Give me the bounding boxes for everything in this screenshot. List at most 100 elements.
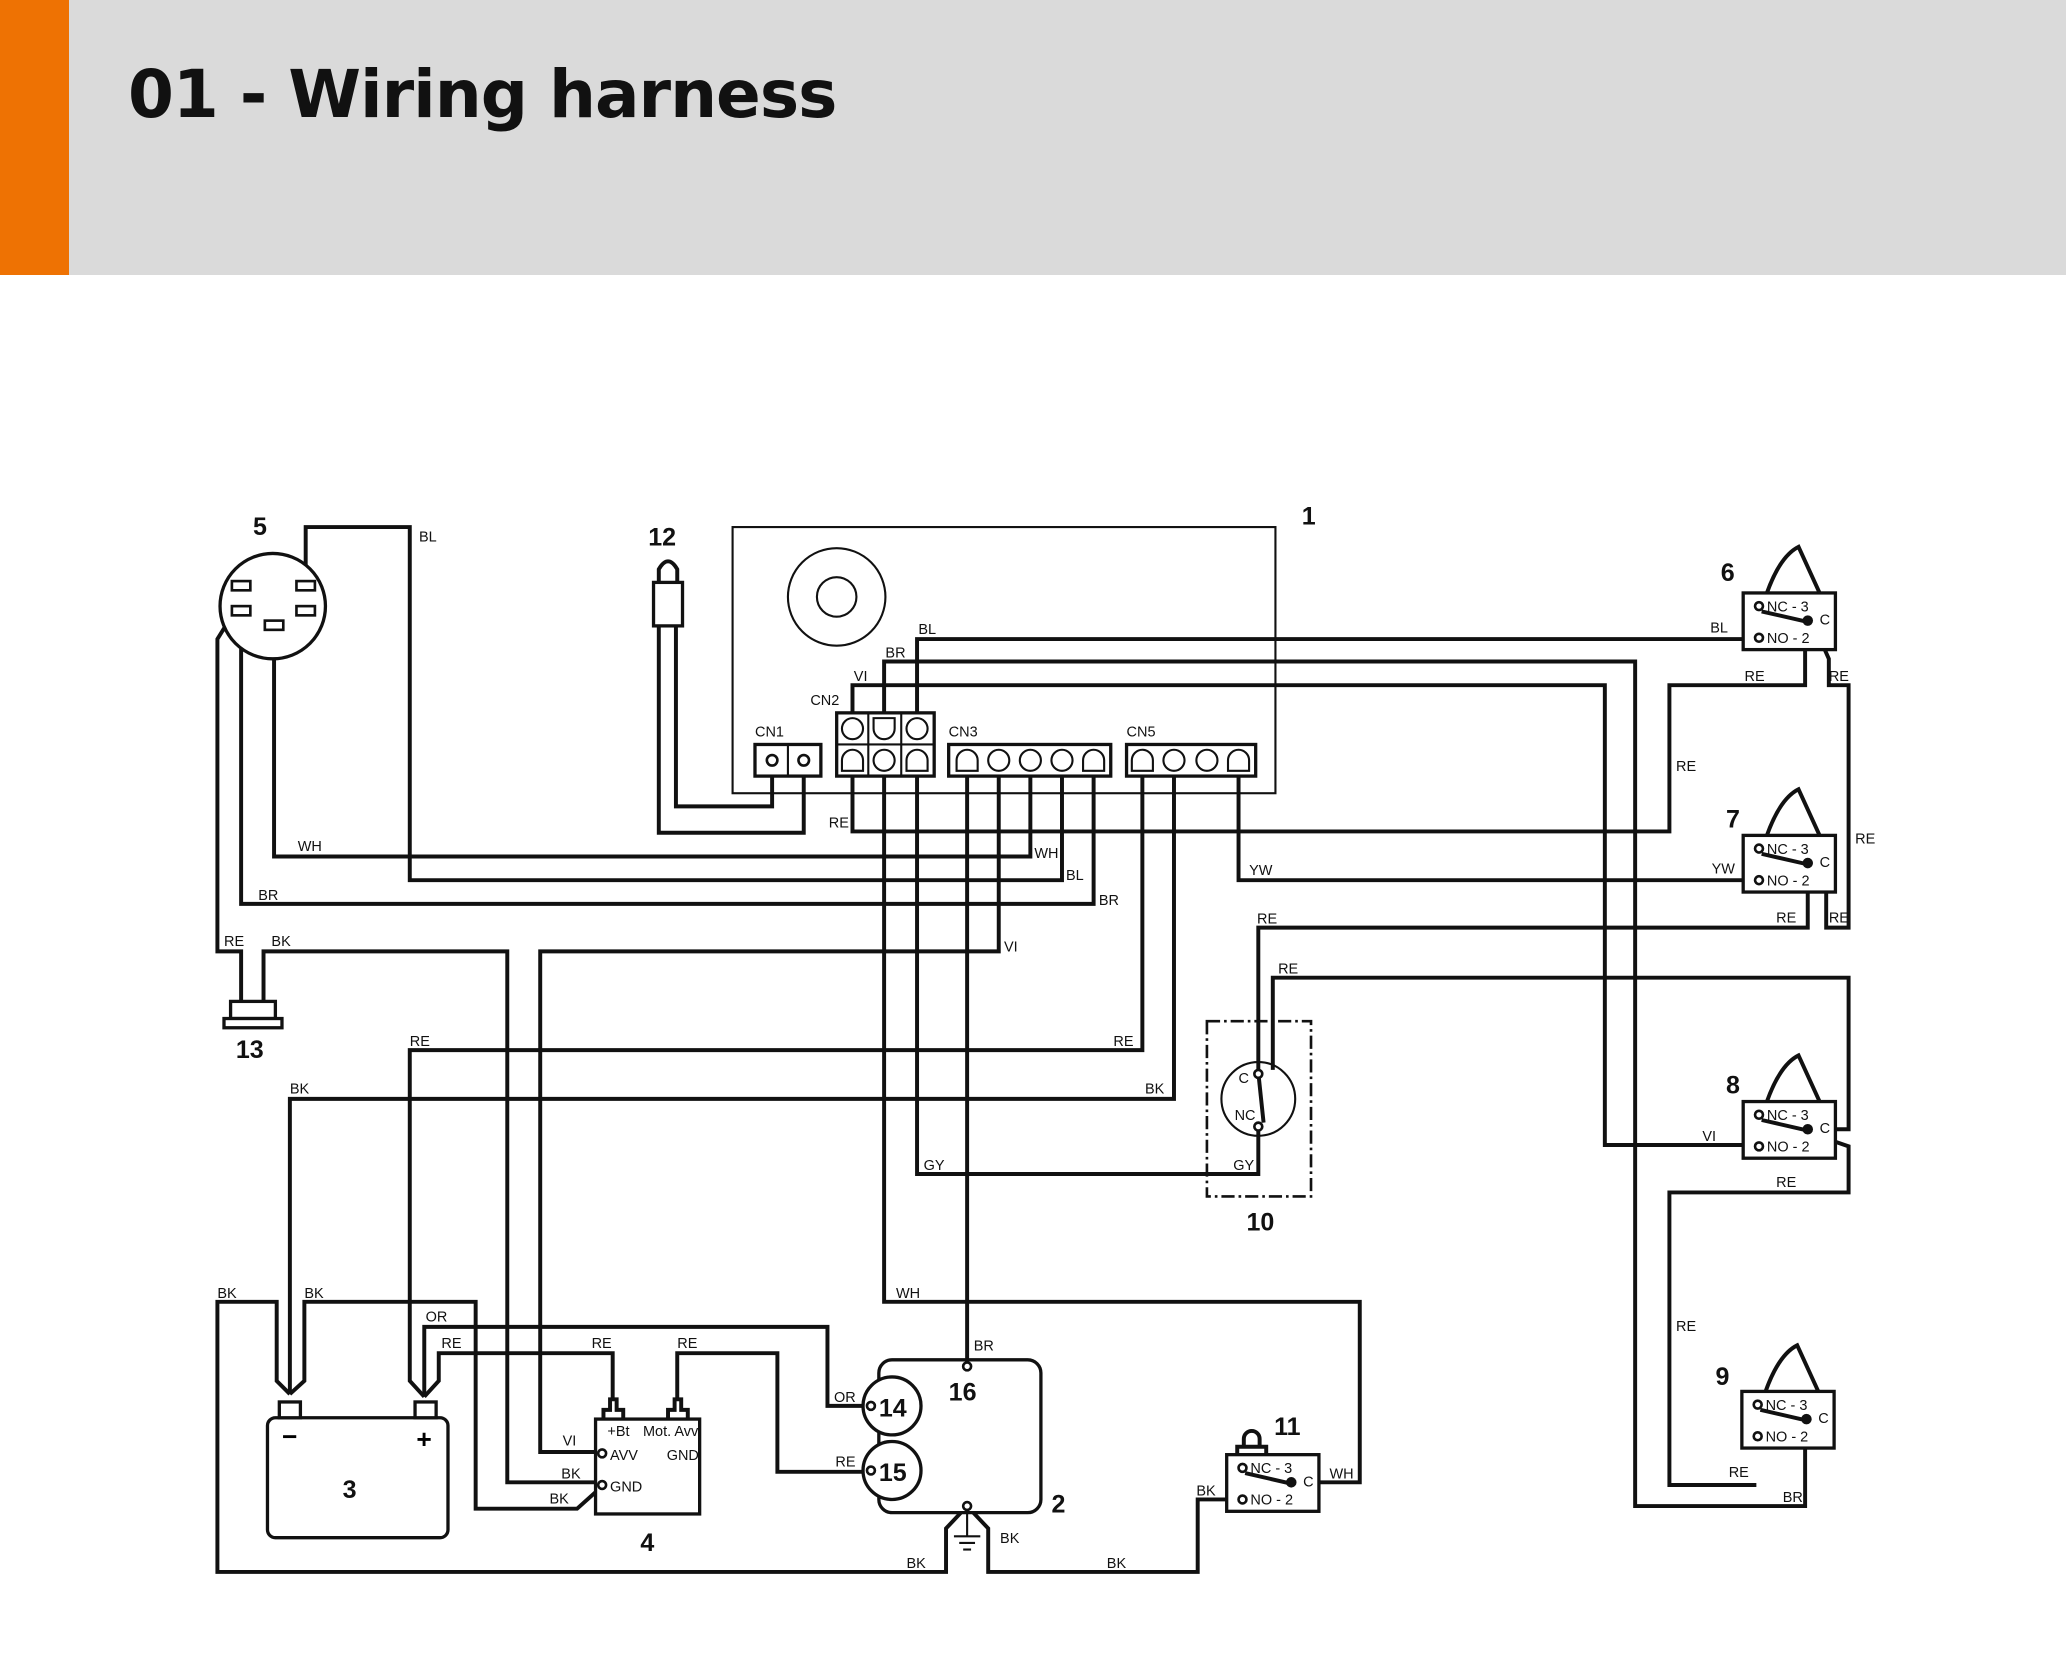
component-1-control-board: [731, 526, 1277, 795]
c-terminal-label: C: [1303, 1474, 1313, 1490]
wire-color-label: WH: [896, 1286, 920, 1302]
connector-pin: [905, 748, 929, 772]
wire-color-label: GY: [1233, 1158, 1254, 1174]
component-number-16: 16: [949, 1379, 977, 1407]
wire-color-label: BK: [217, 1286, 237, 1302]
component-number-15: 15: [879, 1459, 907, 1487]
connector-pin: [872, 748, 896, 772]
component-number-8: 8: [1726, 1072, 1740, 1100]
gnd-right-label: GND: [667, 1448, 699, 1464]
component-number-11: 11: [1274, 1413, 1301, 1441]
component-number-2: 2: [1051, 1491, 1065, 1519]
component-number-5: 5: [253, 513, 267, 541]
c-terminal-label: C: [1820, 1121, 1830, 1137]
component-number-1: 1: [1302, 502, 1316, 530]
wire-color-label: BL: [419, 530, 437, 546]
wire-color-label: OR: [426, 1310, 448, 1326]
wire-color-label: BK: [549, 1491, 569, 1507]
wire-color-label: BL: [918, 622, 936, 638]
no-terminal-label: NO - 2: [1250, 1493, 1293, 1509]
nc-terminal-label: NC - 3: [1767, 842, 1809, 858]
component-7-microswitch: NC - 3NO - 2C: [1741, 786, 1838, 894]
no-terminal-label: NO - 2: [1766, 1429, 1809, 1445]
nc-terminal-label: NC - 3: [1767, 599, 1809, 615]
page-title: 01 - Wiring harness: [128, 56, 837, 133]
wire-color-label: BR: [974, 1339, 994, 1355]
battery-minus-icon: −: [282, 1421, 297, 1451]
wire-color-label: BK: [907, 1556, 927, 1572]
connector-pin: [872, 717, 896, 741]
motavv-label: Mot. Avv: [643, 1424, 699, 1440]
cn1-label: CN1: [755, 725, 784, 741]
connector-pin: [1130, 748, 1154, 772]
component-number-13: 13: [236, 1036, 264, 1064]
avv-label: AVV: [610, 1448, 638, 1464]
component-number-7: 7: [1726, 805, 1740, 833]
no-terminal-label: NO - 2: [1767, 873, 1810, 889]
connector-pin: [1195, 748, 1219, 772]
component-number-9: 9: [1716, 1363, 1730, 1391]
wire-color-label: RE: [835, 1455, 855, 1471]
nc-terminal-label: NC - 3: [1767, 1108, 1809, 1124]
wire-color-label: RE: [677, 1336, 697, 1352]
wire-color-label: BK: [561, 1466, 581, 1482]
wires: [215, 525, 1851, 1574]
wire-color-label: RE: [410, 1034, 430, 1050]
ground-icon: [953, 1510, 981, 1551]
component-8-microswitch: NC - 3 NO - 2 C: [1741, 1052, 1838, 1160]
component-10-pressure-switch: C NC: [1205, 1019, 1313, 1198]
wire-color-label: GY: [924, 1158, 945, 1174]
wire-color-label: RE: [1257, 912, 1277, 928]
battery-plus-icon: +: [416, 1424, 431, 1454]
cn3-label: CN3: [949, 725, 978, 741]
wire-color-label: BK: [1145, 1082, 1165, 1098]
wire-color-label: BK: [304, 1286, 324, 1302]
component-3-battery: − +: [265, 1400, 450, 1540]
connector-pin: [840, 748, 865, 772]
connector-pin: [955, 748, 979, 772]
connector-pin: [1226, 748, 1251, 772]
component-number-10: 10: [1246, 1209, 1274, 1237]
component-number-3: 3: [343, 1476, 357, 1504]
wire-color-label: RE: [592, 1336, 612, 1352]
wire-color-label: BL: [1710, 620, 1728, 636]
wire-color-label: VI: [563, 1433, 577, 1449]
gnd-left-label: GND: [610, 1480, 642, 1496]
cn5-label: CN5: [1127, 725, 1156, 741]
wire-color-label: BR: [258, 888, 278, 904]
wire-color-label: YW: [1249, 863, 1273, 879]
wire-color-label: BK: [271, 934, 291, 950]
component-9-microswitch: NC - 3 NO - 2 C: [1740, 1342, 1836, 1450]
wire-color-label: RE: [829, 815, 849, 831]
nc-terminal-label: NC - 3: [1766, 1398, 1808, 1414]
component-13-connector: [222, 999, 284, 1030]
wire-color-label: RE: [1829, 669, 1849, 685]
wire-color-label: BK: [1196, 1484, 1216, 1500]
header-accent: [0, 0, 69, 275]
wire-color-label: YW: [1712, 862, 1736, 878]
connector-pin: [905, 717, 929, 741]
wire-color-label: BR: [1783, 1490, 1803, 1506]
wire-color-label: BR: [1099, 893, 1119, 909]
component-11-microswitch: NC - 3 NO - 2 C: [1225, 1429, 1321, 1513]
component-5-connector: [218, 551, 328, 661]
wire-color-label: RE: [1729, 1465, 1749, 1481]
wire-color-label: RE: [1776, 910, 1796, 926]
no-terminal-label: NO - 2: [1767, 1140, 1810, 1156]
connector-pin: [1018, 748, 1042, 772]
nc-terminal-label: NC - 3: [1250, 1461, 1292, 1477]
no-terminal-label: NO - 2: [1767, 631, 1810, 647]
connector-pin: [1162, 748, 1186, 772]
cn2-label: CN2: [810, 693, 839, 709]
wire-color-label: RE: [1278, 962, 1298, 978]
wire-color-label: WH: [298, 839, 322, 855]
pressure-nc-label: NC: [1235, 1108, 1256, 1124]
header-bar: [0, 0, 2066, 275]
c-terminal-label: C: [1818, 1411, 1828, 1427]
wire-color-label: RE: [1745, 669, 1765, 685]
wire-color-label: WH: [1329, 1466, 1353, 1482]
component-number-6: 6: [1721, 559, 1735, 587]
connector-pin: [840, 717, 865, 741]
component-number-14: 14: [879, 1394, 907, 1422]
